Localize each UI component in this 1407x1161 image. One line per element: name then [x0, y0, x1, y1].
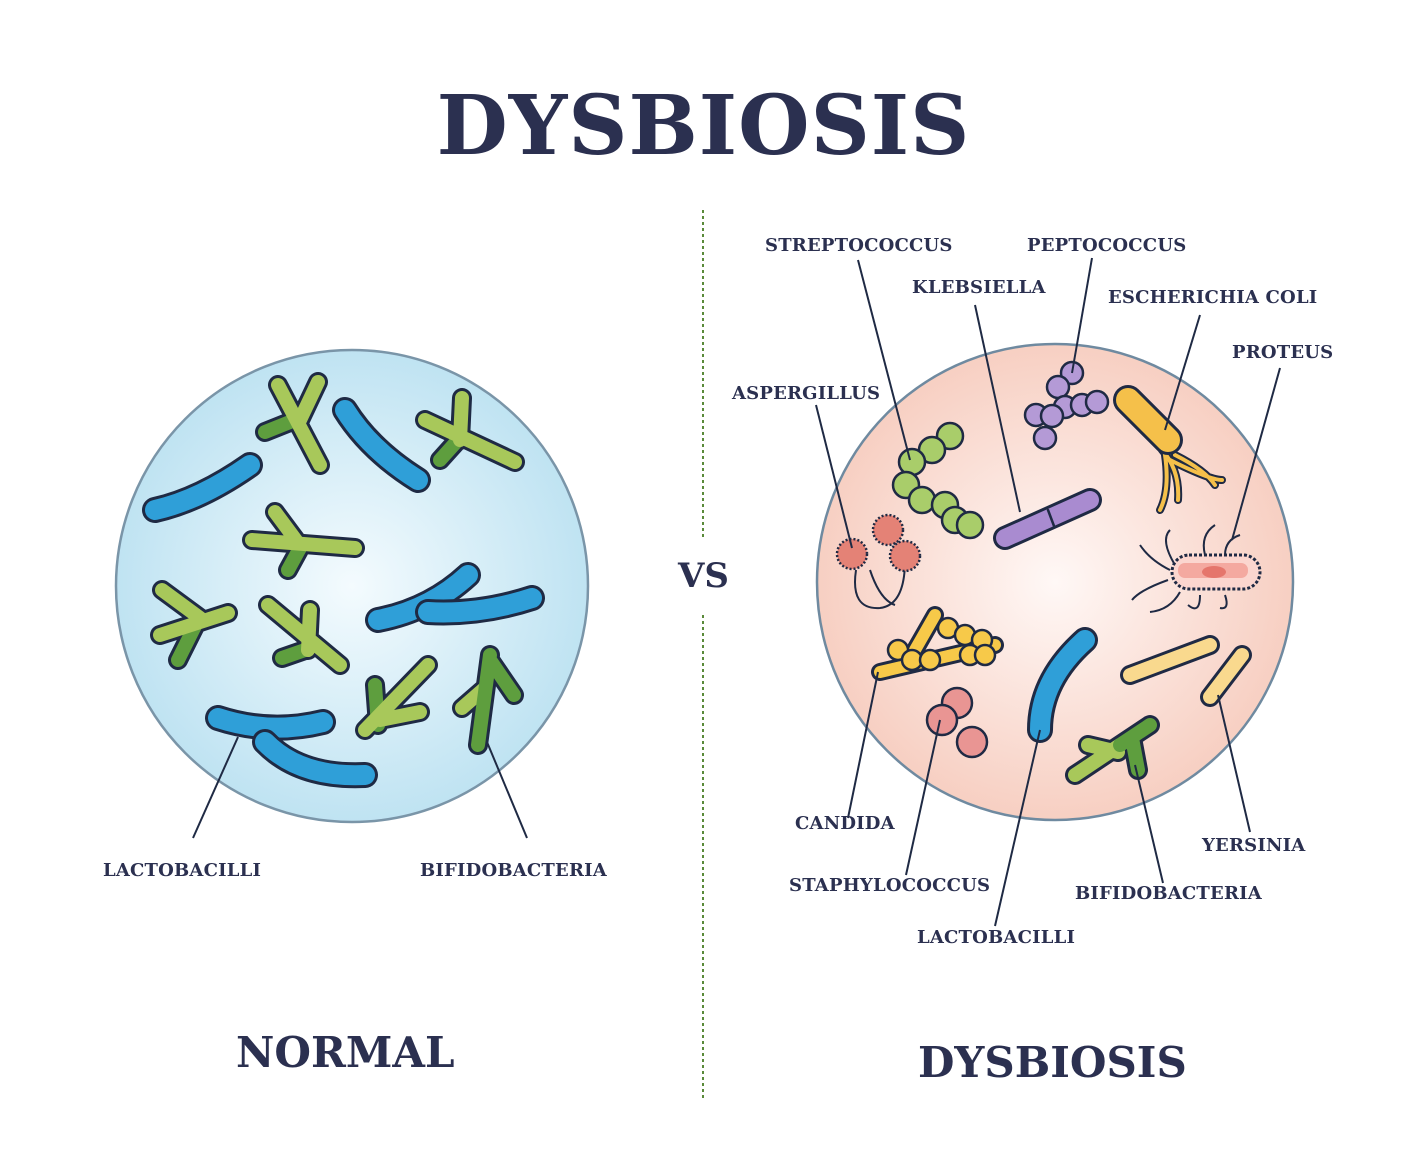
lactobacilli-cells	[142, 397, 545, 789]
bifidobacteria-cells	[150, 372, 525, 755]
label-klebsiella: KLEBSIELLA	[912, 277, 1046, 298]
label-bifidobacteria-dysbiosis: BIFIDOBACTERIA	[1075, 883, 1262, 904]
proteus-cell	[1131, 524, 1262, 613]
dysbiosis-microbiome-circle	[815, 257, 1295, 927]
vs-label: VS	[678, 556, 729, 596]
label-lactobacilli-normal: LACTOBACILLI	[103, 860, 262, 881]
normal-heading: NORMAL	[236, 1028, 455, 1077]
normal-microbiome-circle	[114, 348, 590, 839]
klebsiella-cell	[993, 488, 1102, 550]
main-title: DYSBIOSIS	[436, 78, 971, 174]
label-yersinia: YERSINIA	[1202, 835, 1306, 856]
peptococcus-cells	[1023, 360, 1110, 451]
label-peptococcus: PEPTOCOCCUS	[1027, 235, 1187, 256]
aspergillus-cell	[835, 513, 922, 610]
streptococcus-cells	[891, 421, 985, 540]
dysbiosis-heading: DYSBIOSIS	[918, 1038, 1187, 1087]
label-candida: CANDIDA	[795, 813, 895, 834]
bifidobacteria-cell-dysbiosis	[1065, 715, 1160, 785]
candida-cells	[871, 606, 1004, 681]
label-streptococcus: STREPTOCOCCUS	[765, 235, 953, 256]
label-escherichia-coli: ESCHERICHIA COLI	[1108, 287, 1318, 308]
label-proteus: PROTEUS	[1232, 342, 1334, 363]
yersinia-cells	[1120, 635, 1252, 707]
label-bifidobacteria-normal: BIFIDOBACTERIA	[420, 860, 607, 881]
staphylococcus-cells	[925, 686, 989, 759]
label-staphylococcus: STAPHYLOCOCCUS	[789, 875, 991, 896]
dysbiosis-leader-lines	[815, 257, 1281, 927]
lactobacilli-cell-dysbiosis	[1027, 627, 1098, 743]
label-lactobacilli-dysbiosis: LACTOBACILLI	[917, 927, 1076, 948]
normal-leader-lines	[192, 736, 528, 839]
escherichia-coli-cell	[1113, 385, 1226, 514]
label-aspergillus: ASPERGILLUS	[732, 383, 881, 404]
